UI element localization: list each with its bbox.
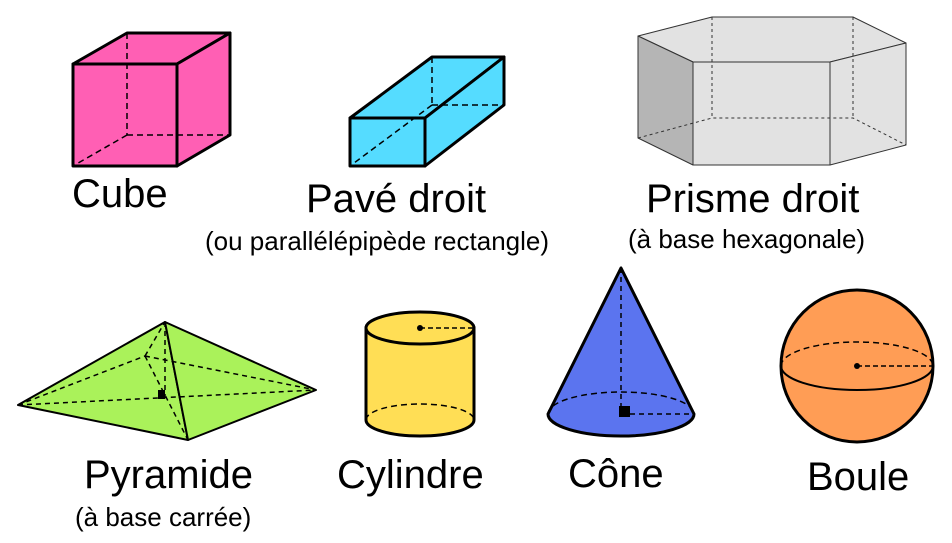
pave-sublabel: (ou parallélépipède rectangle): [205, 226, 550, 256]
cylinder-shape: [364, 310, 476, 438]
sphere-shape: [779, 288, 935, 444]
pyramid-sublabel: (à base carrée): [75, 502, 252, 532]
prism-shape: [637, 16, 907, 166]
pyramid-shape: [17, 321, 317, 441]
cone-label: Cône: [568, 452, 664, 496]
pave-shape: [348, 55, 506, 168]
prism-sublabel: (à base hexagonale): [628, 224, 866, 254]
cube-shape: [71, 31, 232, 168]
pave-label: Pavé droit: [306, 177, 487, 221]
sphere-label: Boule: [807, 455, 910, 499]
pyramid-label: Pyramide: [84, 453, 253, 497]
cone-shape: [546, 266, 696, 438]
cylinder-label: Cylindre: [337, 453, 484, 497]
prism-label: Prisme droit: [646, 177, 860, 221]
cube-label: Cube: [72, 172, 168, 216]
